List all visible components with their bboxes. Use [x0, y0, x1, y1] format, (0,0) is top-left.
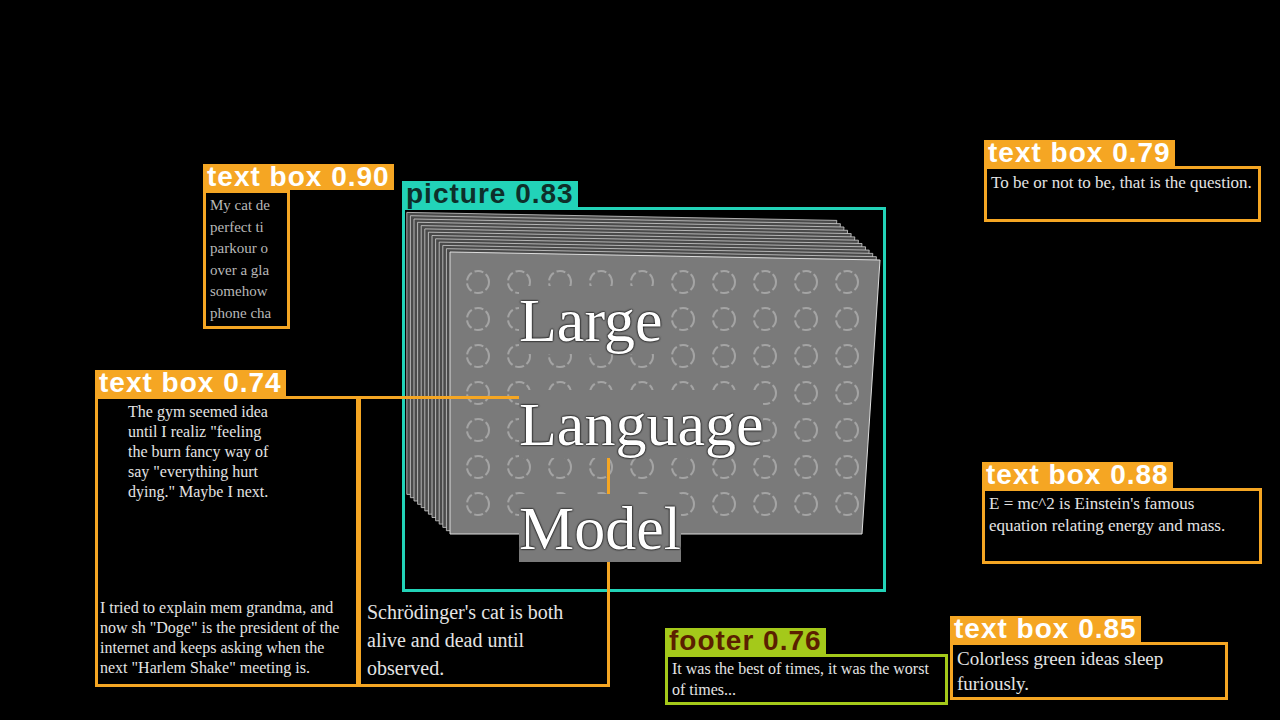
text-slot: Colorless green ideas sleep furiously.: [957, 646, 1221, 696]
box-content: It was the best of times, it was the wor…: [668, 657, 945, 702]
box-text: The gym seemed idea until I realiz "feel…: [128, 402, 278, 502]
detection-box: text box 0.74The gym seemed idea until I…: [95, 396, 359, 687]
detection-box: footer 0.76It was the best of times, it …: [665, 654, 948, 705]
detection-label: picture 0.83: [402, 181, 578, 207]
box-text: It was the best of times, it was the wor…: [672, 658, 941, 700]
detection-label: text box 0.88: [982, 462, 1173, 488]
detection-box: text box 0.90My cat de perfect ti parkou…: [203, 190, 290, 329]
box-content: E = mc^2 is Einstein's famous equation r…: [985, 491, 1259, 561]
box-text: I tried to explain mem grandma, and now …: [100, 598, 353, 678]
text-slot: My cat de perfect ti parkour o over a gl…: [210, 195, 283, 324]
detection-label: text box 0.90: [203, 164, 394, 190]
detection-box: text box 0.88E = mc^2 is Einstein's famo…: [982, 488, 1262, 564]
box-text: My cat de perfect ti parkour o over a gl…: [210, 195, 283, 324]
box-text: To be or not to be, that is the question…: [991, 171, 1254, 194]
picture-text: Large Language Model: [519, 286, 763, 562]
box-content: Large Language Model: [405, 210, 883, 589]
detection-label: text box 0.79: [984, 140, 1175, 166]
box-content: The gym seemed idea until I realiz "feel…: [98, 399, 356, 684]
box-content: To be or not to be, that is the question…: [987, 169, 1258, 219]
box-text: Schrödinger's cat is both alive and dead…: [367, 598, 603, 682]
picture-detection-box: picture 0.83Large Language Model: [402, 207, 886, 592]
text-slot: The gym seemed idea until I realiz "feel…: [128, 402, 278, 502]
text-slot: E = mc^2 is Einstein's famous equation r…: [989, 493, 1255, 537]
detection-box: text box 0.85Colorless green ideas sleep…: [950, 642, 1228, 700]
detection-box: text box 0.79To be or not to be, that is…: [984, 166, 1261, 222]
detection-label: footer 0.76: [665, 628, 826, 654]
detection-label: text box 0.85: [950, 616, 1141, 642]
box-text: Colorless green ideas sleep furiously.: [957, 646, 1221, 696]
text-slot: Schrödinger's cat is both alive and dead…: [367, 598, 603, 682]
text-slot: It was the best of times, it was the wor…: [672, 658, 941, 700]
box-content: My cat de perfect ti parkour o over a gl…: [206, 193, 287, 326]
detection-label: text box 0.74: [95, 370, 286, 396]
text-slot: To be or not to be, that is the question…: [991, 171, 1254, 194]
box-content: Colorless green ideas sleep furiously.: [953, 645, 1225, 697]
box-text: E = mc^2 is Einstein's famous equation r…: [989, 493, 1255, 537]
text-slot: Large Language Model: [519, 276, 819, 588]
text-slot: I tried to explain mem grandma, and now …: [100, 598, 353, 678]
